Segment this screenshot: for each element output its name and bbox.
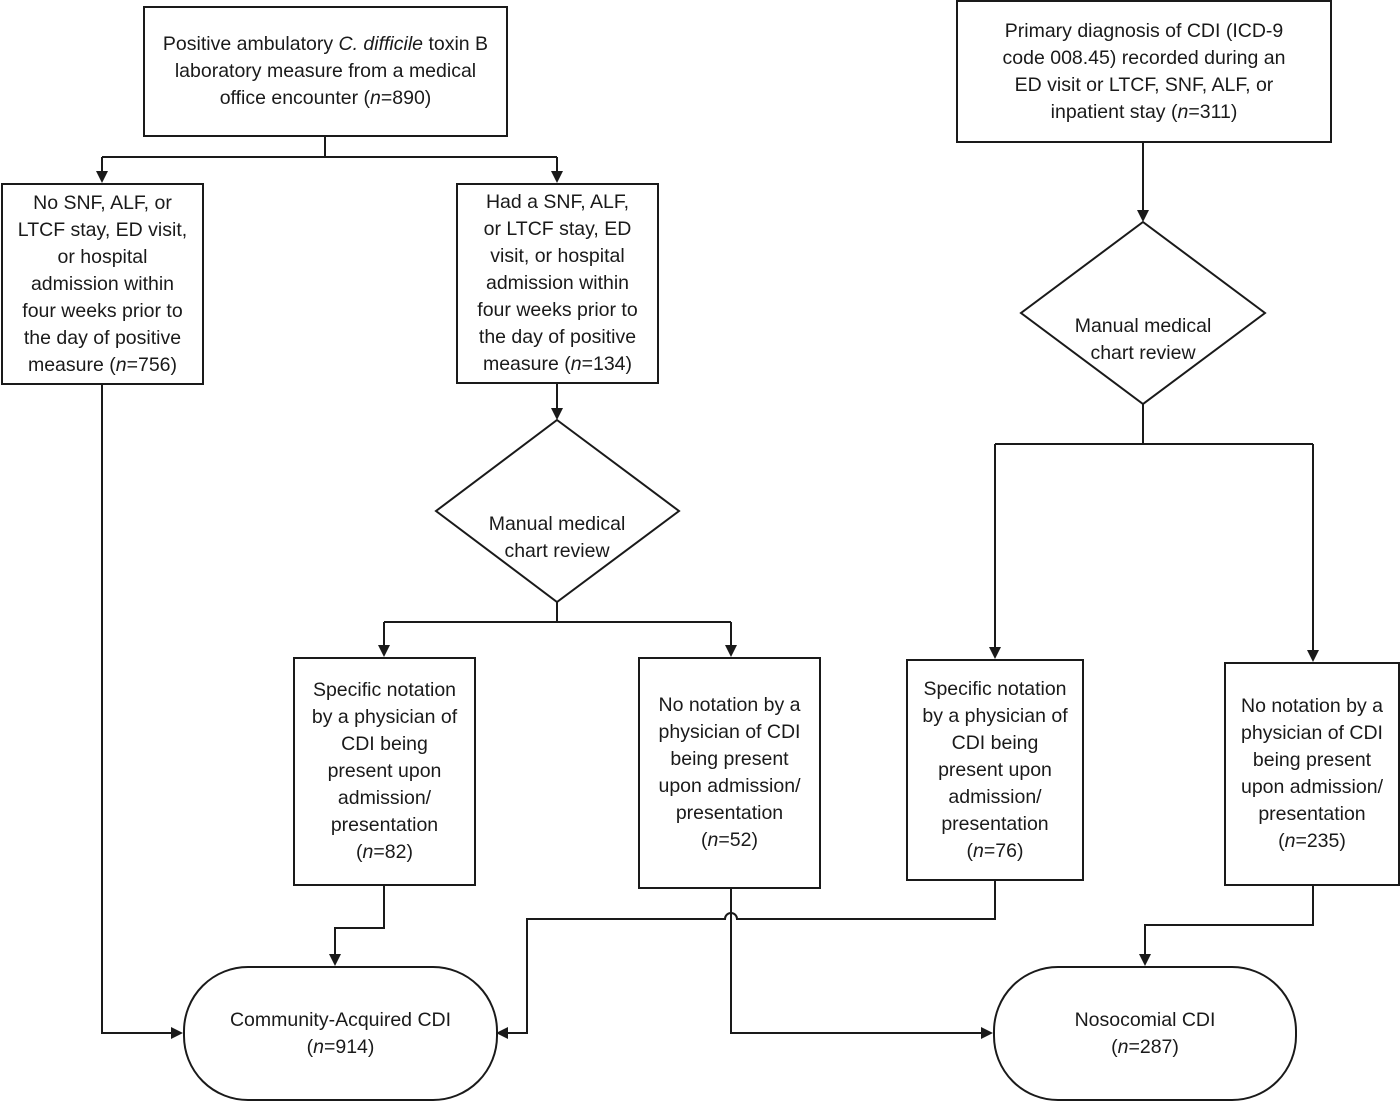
no-notation-right-text: No notation by a physician of CDI being … bbox=[1240, 695, 1383, 852]
nosocomial-text: Nosocomial CDI (n=287) bbox=[1074, 1008, 1216, 1058]
arrow-none-right-to-nosocomial bbox=[1139, 886, 1314, 966]
had-stay-text: Had a SNF, ALF, or LTCF stay, ED visit, … bbox=[477, 191, 638, 375]
specific-notation-right-box: Specific notation by a physician of CDI … bbox=[906, 659, 1084, 881]
review-right-label: Manual medical chart review bbox=[1074, 315, 1212, 364]
arrow-no-stay-to-community bbox=[101, 385, 183, 1039]
no-stay-text: No SNF, ALF, or LTCF stay, ED visit, or … bbox=[17, 191, 188, 376]
specific-notation-left-text: Specific notation by a physician of CDI … bbox=[311, 679, 458, 863]
arrow-spec-right-to-community bbox=[496, 881, 996, 1039]
community-acquired-text: Community-Acquired CDI (n=914) bbox=[229, 1008, 452, 1058]
no-stay-box: No SNF, ALF, or LTCF stay, ED visit, or … bbox=[1, 183, 204, 385]
arrow-none-left-to-nosocomial bbox=[730, 889, 993, 1039]
specific-notation-right-text: Specific notation by a physician of CDI … bbox=[922, 677, 1068, 862]
primary-diagnosis-text: Primary diagnosis of CDI (ICD-9 code 008… bbox=[1002, 19, 1286, 123]
no-notation-right-box: No notation by a physician of CDI being … bbox=[1224, 662, 1400, 886]
had-stay-box: Had a SNF, ALF, or LTCF stay, ED visit, … bbox=[456, 183, 659, 384]
community-acquired-terminal: Community-Acquired CDI (n=914) bbox=[183, 966, 498, 1101]
review-left-diamond bbox=[434, 418, 681, 604]
arrow-spec-left-to-community bbox=[329, 886, 385, 966]
specific-notation-left-box: Specific notation by a physician of CDI … bbox=[293, 657, 476, 886]
review-right-diamond bbox=[1019, 220, 1267, 406]
review-left-label: Manual medical chart review bbox=[488, 513, 626, 562]
positive-lab-measure-text: Positive ambulatory C. difficile toxin B… bbox=[162, 33, 489, 109]
no-notation-left-box: No notation by a physician of CDI being … bbox=[638, 657, 821, 889]
positive-lab-measure-box: Positive ambulatory C. difficile toxin B… bbox=[143, 6, 508, 137]
nosocomial-terminal: Nosocomial CDI (n=287) bbox=[993, 966, 1297, 1101]
no-notation-left-text: No notation by a physician of CDI being … bbox=[658, 694, 801, 851]
primary-diagnosis-box: Primary diagnosis of CDI (ICD-9 code 008… bbox=[956, 0, 1332, 143]
